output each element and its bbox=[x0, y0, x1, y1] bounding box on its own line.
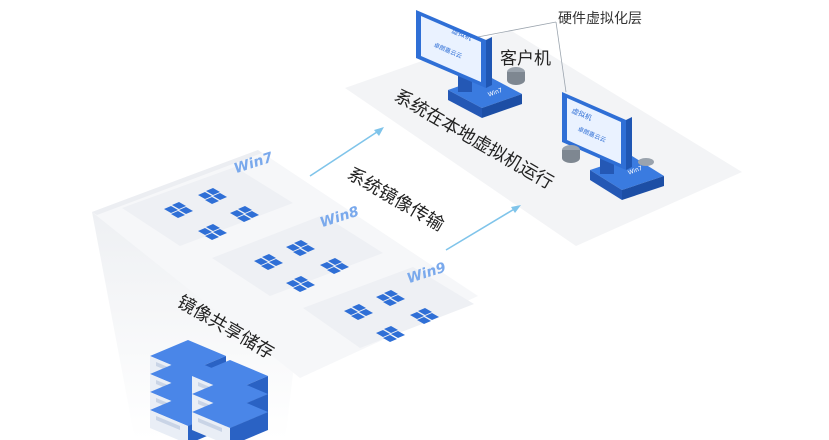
windows-logo-pane-win9-1-0 bbox=[376, 294, 390, 301]
windows-logo-pane-win9-0-1 bbox=[352, 304, 366, 311]
windows-logo-pane-win9-3-2 bbox=[383, 335, 397, 342]
windows-logo-pane-win8-1-1 bbox=[294, 240, 308, 247]
windows-logo-pane-win8-1-3 bbox=[301, 245, 315, 252]
monitor-2-base-right bbox=[622, 176, 664, 200]
server-6-side bbox=[230, 412, 268, 440]
windows-logo-pane-win9-0-2 bbox=[351, 313, 365, 320]
windows-logo-pane-win8-0-0 bbox=[254, 258, 268, 265]
windows-logo-pane-win9-3-3 bbox=[391, 331, 405, 338]
windows-logo-pane-win8-0-2 bbox=[261, 263, 275, 270]
windows-logo-pane-win7-1-0 bbox=[198, 192, 212, 199]
windows-logo-pane-win8-3-1 bbox=[294, 276, 308, 283]
windows-logo-pane-win8-3-0 bbox=[286, 280, 300, 287]
transfer-arrow-lower-head bbox=[511, 205, 521, 213]
windows-logo-pane-win7-0-0 bbox=[164, 206, 178, 213]
server-6-slot bbox=[198, 418, 222, 432]
windows-logo-pane-win7-2-0 bbox=[230, 210, 244, 217]
windows-logo-pane-win8-0-1 bbox=[262, 254, 276, 261]
monitor-1-screen bbox=[421, 16, 481, 82]
windows-logo-pane-win9-2-0 bbox=[410, 312, 424, 319]
windows-logo-pane-win7-3-1 bbox=[206, 224, 220, 231]
transfer-arrow-upper-head bbox=[374, 127, 384, 136]
os-tile-win9 bbox=[303, 267, 474, 348]
windows-logo-pane-win7-0-3 bbox=[179, 207, 193, 214]
windows-logo-pane-win7-3-3 bbox=[213, 229, 227, 236]
monitor-1-base-right bbox=[482, 94, 522, 118]
monitor-2-disk-bottom bbox=[562, 153, 580, 163]
monitor-1-disk-bottom bbox=[507, 75, 525, 85]
hardware-layer-label: 硬件虚拟化层 bbox=[558, 11, 642, 27]
windows-logo-pane-win7-1-3 bbox=[213, 193, 227, 200]
server-stack bbox=[150, 340, 268, 440]
windows-logo-pane-win9-1-2 bbox=[383, 299, 397, 306]
windows-logo-pane-win9-0-0 bbox=[344, 308, 358, 315]
monitor-2-side bbox=[626, 117, 632, 170]
monitor-1-base-left bbox=[448, 90, 482, 118]
monitor-2-disk-right bbox=[638, 158, 654, 166]
windows-logo-pane-win7-2-3 bbox=[245, 211, 259, 218]
client-label: 客户机 bbox=[500, 49, 551, 69]
windows-logo-pane-win9-2-2 bbox=[417, 317, 431, 324]
windows-logo-pane-win9-1-1 bbox=[384, 290, 398, 297]
windows-logo-pane-win7-3-2 bbox=[205, 233, 219, 240]
hw-leader-line-2 bbox=[555, 21, 567, 93]
windows-logo-pane-win9-2-3 bbox=[425, 313, 439, 320]
monitor-2-base-left bbox=[590, 170, 622, 200]
server-3-slot bbox=[156, 416, 180, 430]
windows-logo-pane-win9-1-3 bbox=[391, 295, 405, 302]
windows-logo-pane-win8-2-2 bbox=[327, 267, 341, 274]
windows-logo-pane-win7-0-2 bbox=[171, 211, 185, 218]
monitor-1-side bbox=[486, 37, 492, 88]
windows-logo-pane-win8-1-2 bbox=[293, 249, 307, 256]
windows-logo-pane-win8-0-3 bbox=[269, 259, 283, 266]
windows-logo-pane-win8-3-3 bbox=[301, 281, 315, 288]
monitor-2-screen bbox=[567, 98, 621, 164]
windows-logo-pane-win8-2-1 bbox=[328, 258, 342, 265]
windows-logo-pane-win9-3-0 bbox=[376, 330, 390, 337]
windows-logo-pane-win8-3-2 bbox=[293, 285, 307, 292]
client-monitor-2 bbox=[562, 92, 664, 200]
windows-logo-pane-win7-2-2 bbox=[237, 215, 251, 222]
windows-logo-pane-win8-1-0 bbox=[286, 244, 300, 251]
windows-logo-pane-win7-0-1 bbox=[172, 202, 186, 209]
transfer-arrow-lower-line bbox=[445, 207, 517, 251]
windows-logo-pane-win9-2-1 bbox=[418, 308, 432, 315]
transfer-arrow-upper-line bbox=[309, 129, 381, 177]
windows-logo-pane-win7-1-1 bbox=[206, 188, 220, 195]
image-platform-edge bbox=[92, 150, 262, 215]
os-tile-win8 bbox=[212, 215, 383, 296]
windows-logo-pane-win8-2-3 bbox=[335, 263, 349, 270]
windows-logo-pane-win9-0-3 bbox=[359, 309, 373, 316]
windows-logo-pane-win7-1-2 bbox=[205, 197, 219, 204]
client-monitor-1 bbox=[416, 10, 525, 118]
windows-logo-pane-win7-3-0 bbox=[198, 228, 212, 235]
windows-logo-pane-win8-2-0 bbox=[320, 262, 334, 269]
windows-logo-pane-win9-3-1 bbox=[384, 326, 398, 333]
windows-logo-pane-win7-2-1 bbox=[238, 206, 252, 213]
os-tile-win7 bbox=[122, 167, 293, 246]
windows-logos bbox=[164, 188, 439, 342]
